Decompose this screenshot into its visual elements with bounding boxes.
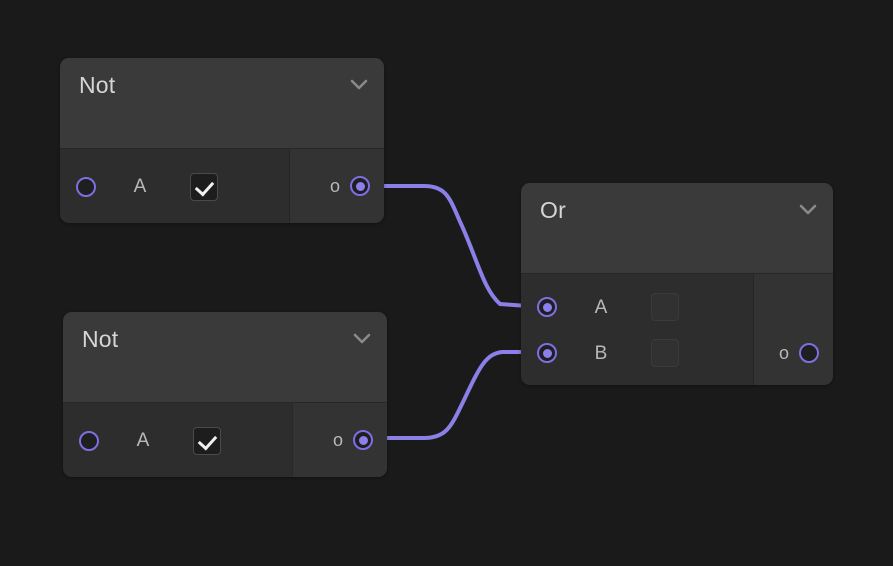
input-checkbox-b[interactable] xyxy=(651,339,679,367)
node-not-2-inputs: A xyxy=(63,403,292,477)
input-checkbox-cell-b[interactable] xyxy=(629,339,701,367)
output-row-o: o xyxy=(293,403,387,477)
output-label-o: o xyxy=(332,430,343,450)
node-or-body: A B o xyxy=(521,273,833,385)
chevron-down-icon[interactable] xyxy=(799,204,817,216)
input-port-b[interactable] xyxy=(537,343,557,363)
input-checkbox-a[interactable] xyxy=(193,426,221,455)
output-row-o: o xyxy=(754,330,833,376)
node-or-header[interactable]: Or xyxy=(521,183,833,237)
input-label-a: A xyxy=(136,430,150,451)
input-label-a: A xyxy=(594,296,608,318)
node-not-1-inputs: A xyxy=(60,149,289,223)
input-checkbox-a[interactable] xyxy=(651,293,679,321)
node-not-1-header[interactable]: Not xyxy=(60,58,384,112)
output-label-o: o xyxy=(778,343,789,363)
input-checkbox-cell-a[interactable] xyxy=(171,426,243,455)
node-or-inputs: A B xyxy=(521,274,753,385)
node-not-2-outputs: o xyxy=(292,403,387,477)
output-label-o: o xyxy=(329,176,340,196)
output-row-o: o xyxy=(290,149,384,223)
node-or[interactable]: Or A xyxy=(521,183,833,385)
wire-not2-to-or-b xyxy=(384,350,532,440)
node-or-outputs: o xyxy=(753,274,833,385)
input-port-a[interactable] xyxy=(76,176,96,197)
chevron-down-icon[interactable] xyxy=(353,333,371,345)
node-not-1-header-spacer xyxy=(60,112,384,148)
input-port-cell-a[interactable] xyxy=(521,297,573,317)
node-not-1-body: A o xyxy=(60,148,384,223)
input-row-a: A xyxy=(60,149,289,223)
input-checkbox-cell-a[interactable] xyxy=(629,293,701,321)
input-checkbox-a[interactable] xyxy=(190,172,218,201)
node-or-header-spacer xyxy=(521,237,833,273)
input-checkbox-cell-a[interactable] xyxy=(168,172,240,201)
node-not-1[interactable]: Not A xyxy=(60,58,384,223)
input-row-a: A xyxy=(521,284,753,330)
node-not-2[interactable]: Not A xyxy=(63,312,387,477)
input-row-b: B xyxy=(521,330,753,376)
node-not-1-title: Not xyxy=(79,71,116,98)
output-port-o[interactable] xyxy=(353,430,373,450)
input-label-b: B xyxy=(594,342,608,364)
node-or-title: Or xyxy=(540,196,566,223)
input-port-cell-a[interactable] xyxy=(60,176,112,197)
input-port-a[interactable] xyxy=(537,297,557,317)
node-not-2-body: A o xyxy=(63,402,387,477)
node-not-1-outputs: o xyxy=(289,149,384,223)
output-port-o[interactable] xyxy=(350,176,370,196)
input-label-a: A xyxy=(133,176,147,197)
chevron-down-icon[interactable] xyxy=(350,79,368,91)
node-not-2-header[interactable]: Not xyxy=(63,312,387,366)
wire-not1-to-or-a xyxy=(380,184,530,308)
node-not-2-title: Not xyxy=(82,325,119,352)
output-port-o[interactable] xyxy=(799,343,819,363)
input-port-cell-a[interactable] xyxy=(63,430,115,451)
input-port-cell-b[interactable] xyxy=(521,343,573,363)
input-port-a[interactable] xyxy=(79,430,99,451)
input-row-a: A xyxy=(63,403,292,477)
node-not-2-header-spacer xyxy=(63,366,387,402)
